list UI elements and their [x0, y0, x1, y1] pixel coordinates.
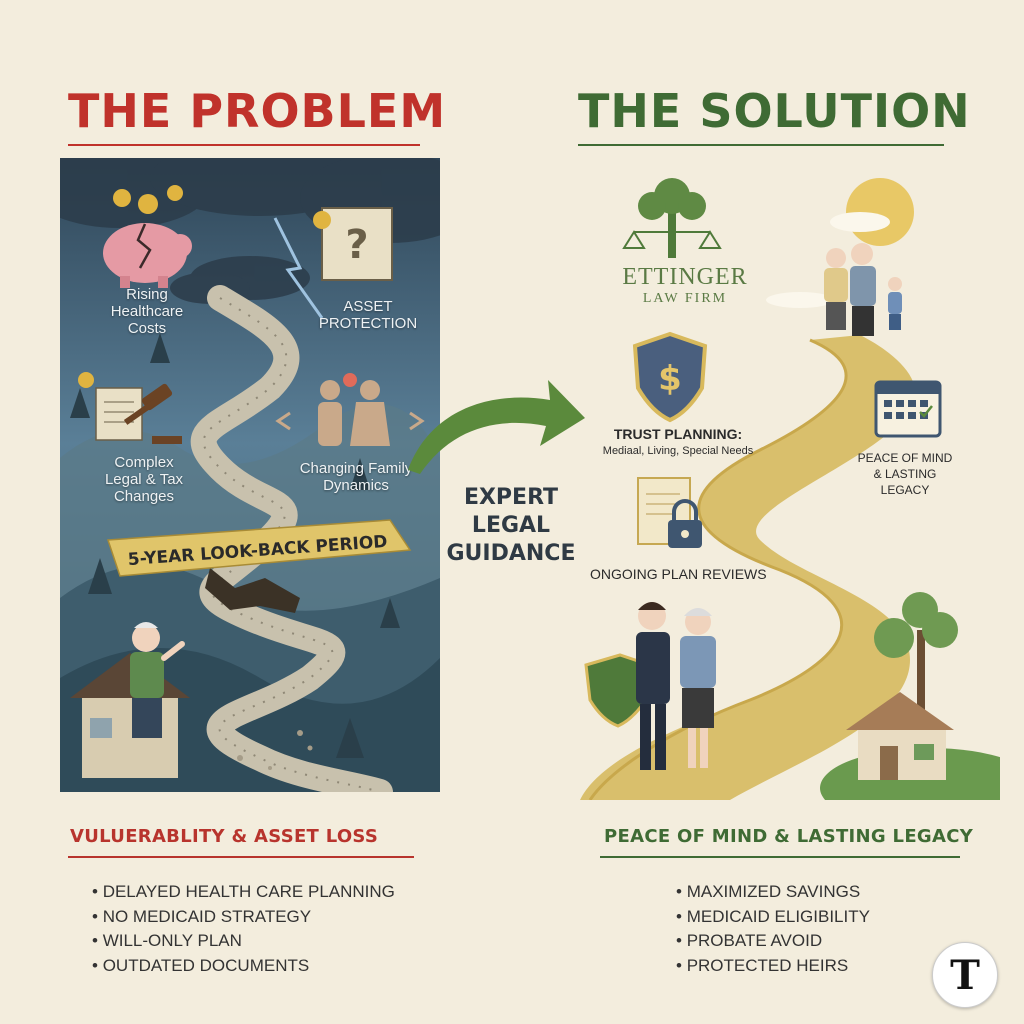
changing-family-dynamics-label: Changing Family Dynamics [276, 460, 436, 494]
family-figures-icon [275, 373, 425, 446]
shield-dollar-icon: $ [632, 331, 708, 423]
list-item: PROTECTED HEIRS [676, 954, 870, 979]
solution-illustration: $ [580, 160, 1024, 828]
problem-title: THE PROBLEM [68, 84, 447, 138]
list-item: MEDICAID ELIGIBILITY [676, 905, 870, 930]
transition-arrow-icon [408, 380, 585, 474]
list-item: NO MEDICAID STRATEGY [92, 905, 395, 930]
golden-road [580, 335, 916, 800]
solution-subheading: PEACE OF MIND & LASTING LEGACY [604, 826, 974, 847]
calendar-icon [874, 380, 942, 438]
rising-healthcare-costs-label: Rising Healthcare Costs [82, 286, 212, 337]
problem-title-underline [68, 144, 420, 146]
publisher-logo-badge[interactable]: T [932, 942, 998, 1008]
gavel-document-icon [78, 372, 182, 444]
peace-of-mind-label: PEACE OF MIND & LASTING LEGACY [857, 451, 953, 497]
road-crack [205, 568, 300, 613]
problem-illustration-panel: ? 5-YEAR LOOK-BACK PERIOD [60, 158, 440, 792]
happy-family [824, 243, 902, 336]
house-elderly-man [70, 622, 190, 778]
problem-bullet-list: DELAYED HEALTH CARE PLANNING NO MEDICAID… [92, 880, 395, 978]
lightning-bolt-icon [273, 217, 324, 319]
document-lock-icon [637, 477, 702, 548]
trust-planning-types: Mediaal, Living, Special Needs [602, 445, 754, 457]
firm-name: ETTINGER LAW FIRM [610, 264, 760, 307]
list-item: OUTDATED DOCUMENTS [92, 954, 395, 979]
trust-planning-title: TRUST PLANNING: [613, 426, 743, 442]
broken-piggy-bank-icon [103, 185, 192, 288]
expert-legal-guidance: EXPERT LEGAL GUIDANCE [446, 485, 576, 566]
problem-scene: ? 5-YEAR LOOK-BACK PERIOD [60, 158, 440, 792]
badge-letter: T [950, 951, 980, 999]
list-item: MAXIMIZED SAVINGS [676, 880, 870, 905]
question-document-icon: ? [313, 207, 393, 281]
changing-family-dynamics-text: Changing Family Dynamics [299, 460, 413, 494]
sun-icon [846, 178, 914, 246]
solution-bullet-list: MAXIMIZED SAVINGS MEDICAID ELIGIBILITY P… [676, 880, 870, 978]
list-item: DELAYED HEALTH CARE PLANNING [92, 880, 395, 905]
ongoing-reviews-label: ONGOING PLAN REVIEWS [590, 566, 767, 582]
rising-healthcare-costs-text: Rising Healthcare Costs [110, 286, 184, 337]
svg-text:$: $ [658, 359, 682, 399]
solution-title-underline [578, 144, 944, 146]
law-firm-tree-logo [622, 178, 722, 258]
solution-title: THE SOLUTION [578, 84, 971, 138]
lawyer-and-client [584, 602, 716, 770]
svg-text:?: ? [345, 222, 368, 268]
solution-subheading-underline [600, 856, 960, 858]
complex-legal-tax-text: Complex Legal & Tax Changes [104, 454, 184, 505]
problem-subheading-underline [68, 856, 414, 858]
asset-protection-text: ASSET PROTECTION [318, 298, 418, 332]
dark-trees [70, 333, 400, 758]
firm-name-text: ETTINGER [622, 264, 748, 290]
asset-protection-label: ASSET PROTECTION [308, 298, 428, 332]
complex-legal-tax-label: Complex Legal & Tax Changes [74, 454, 214, 505]
firm-subname-text: LAW FIRM [642, 291, 728, 306]
list-item: PROBATE AVOID [676, 929, 870, 954]
trust-planning-label: TRUST PLANNING: Mediaal, Living, Special… [598, 426, 758, 457]
problem-subheading: VULUERABLITY & ASSET LOSS [70, 826, 379, 847]
list-item: WILL-ONLY PLAN [92, 929, 395, 954]
